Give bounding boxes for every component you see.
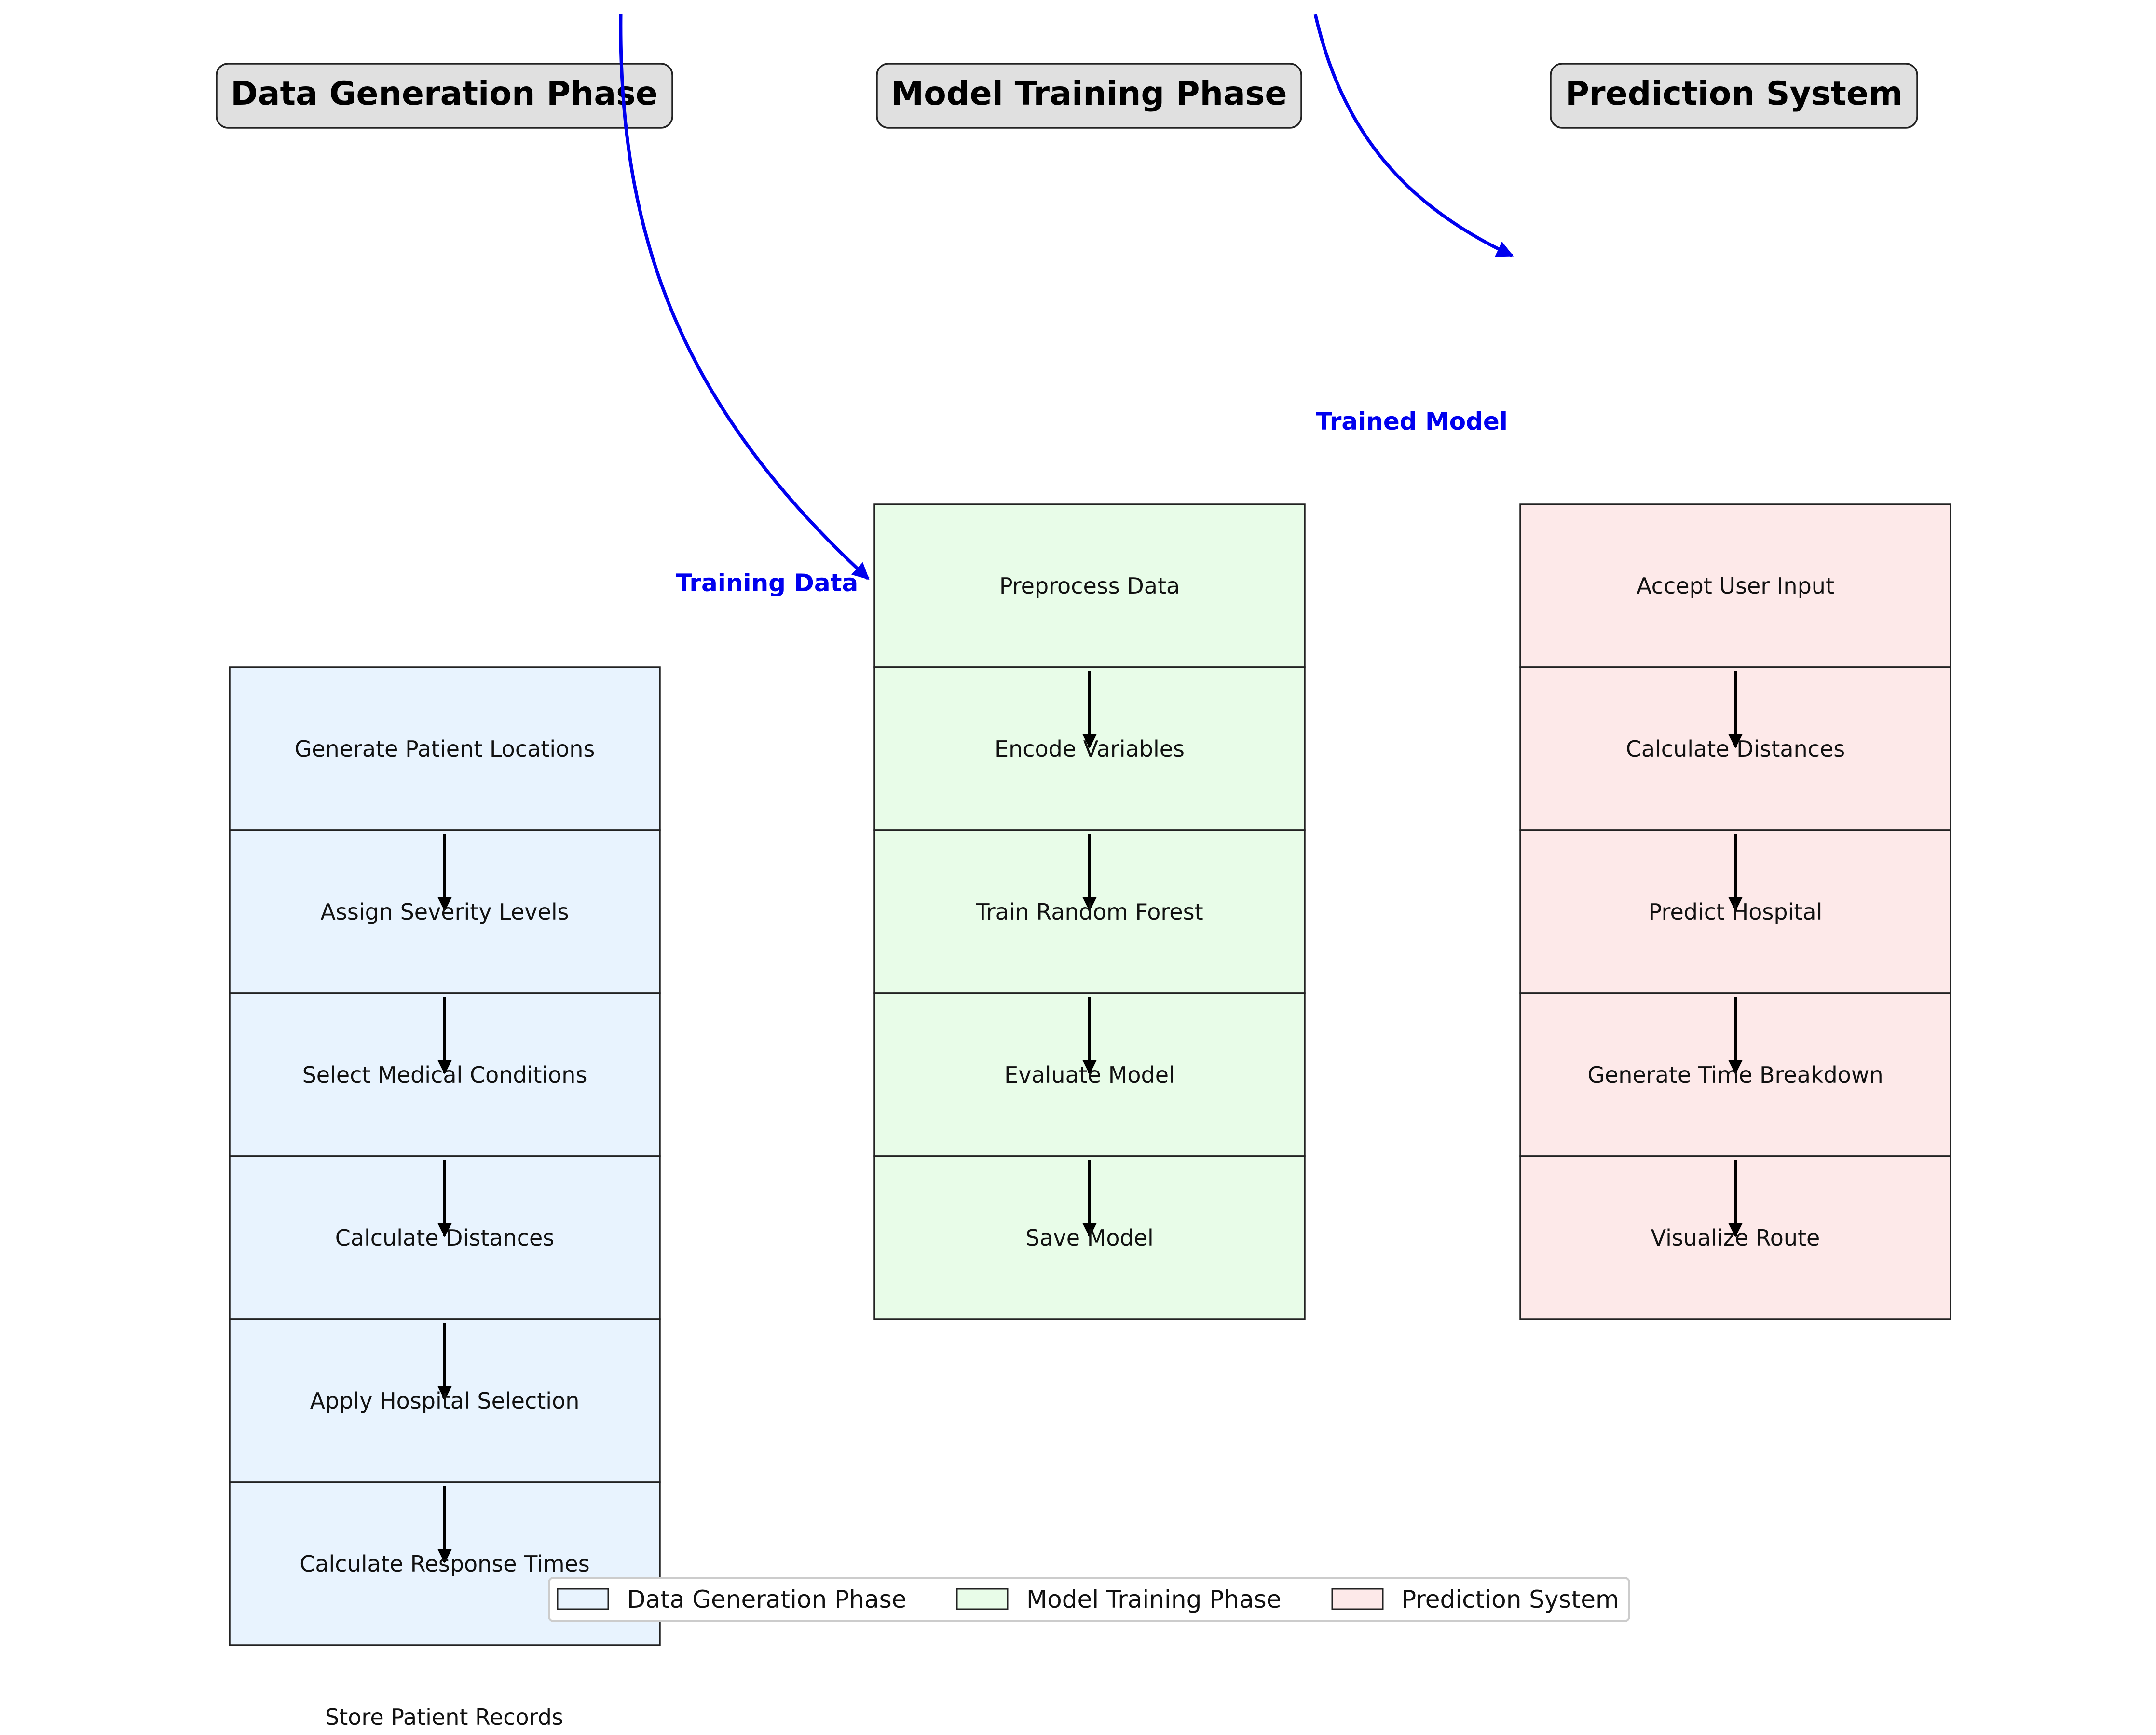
phase-header-box	[876, 63, 1302, 129]
step-box	[873, 503, 1306, 668]
step-label: Visualize Route	[1651, 1225, 1820, 1251]
step-label: Encode Variables	[995, 736, 1185, 762]
legend-label-train: Model Training Phase	[1026, 1586, 1282, 1613]
phase-header-predict: Prediction System	[1550, 63, 1918, 129]
phase-header-data: Data Generation Phase	[216, 63, 673, 129]
phase-title-train: Model Training Phase	[891, 75, 1287, 113]
step-label: Calculate Response Times	[300, 1551, 590, 1577]
legend: Data Generation Phase Model Training Pha…	[548, 1577, 1630, 1622]
legend-swatch-train	[956, 1588, 1009, 1610]
step-box	[1519, 503, 1951, 668]
phase-header-train: Model Training Phase	[876, 63, 1302, 129]
step-label: Assign Severity Levels	[320, 899, 569, 925]
step-label: Apply Hospital Selection	[310, 1388, 580, 1414]
legend-swatch-predict	[1331, 1588, 1384, 1610]
trained-model-edge	[1313, 14, 1514, 258]
step-label: Generate Patient Locations	[295, 736, 595, 762]
training-data-edge	[619, 14, 870, 580]
trained-model-label: Trained Model	[1316, 407, 1508, 435]
step-store-patient-records: Store Patient Records	[325, 1704, 563, 1730]
phase-title-predict: Prediction System	[1565, 75, 1903, 113]
step-label: Calculate Distances	[1626, 736, 1845, 762]
step-label: Evaluate Model	[1004, 1062, 1175, 1088]
step-label: Select Medical Conditions	[302, 1062, 587, 1088]
step-label: Train Random Forest	[975, 899, 1203, 925]
step-label: Predict Hospital	[1649, 899, 1823, 925]
step-label: Generate Time Breakdown	[1587, 1062, 1883, 1088]
legend-swatch-data	[557, 1588, 609, 1610]
step-label: Accept User Input	[1637, 573, 1834, 599]
training-data-label: Training Data	[676, 569, 859, 597]
legend-label-data: Data Generation Phase	[627, 1586, 906, 1613]
phase-header-box	[1550, 63, 1918, 129]
phase-title-data: Data Generation Phase	[231, 75, 658, 113]
step-box	[229, 666, 661, 831]
step-label: Calculate Distances	[335, 1225, 555, 1251]
step-label: Save Model	[1025, 1225, 1154, 1251]
phase-header-box	[216, 63, 673, 129]
legend-label-predict: Prediction System	[1402, 1586, 1619, 1613]
step-label: Preprocess Data	[999, 573, 1180, 599]
